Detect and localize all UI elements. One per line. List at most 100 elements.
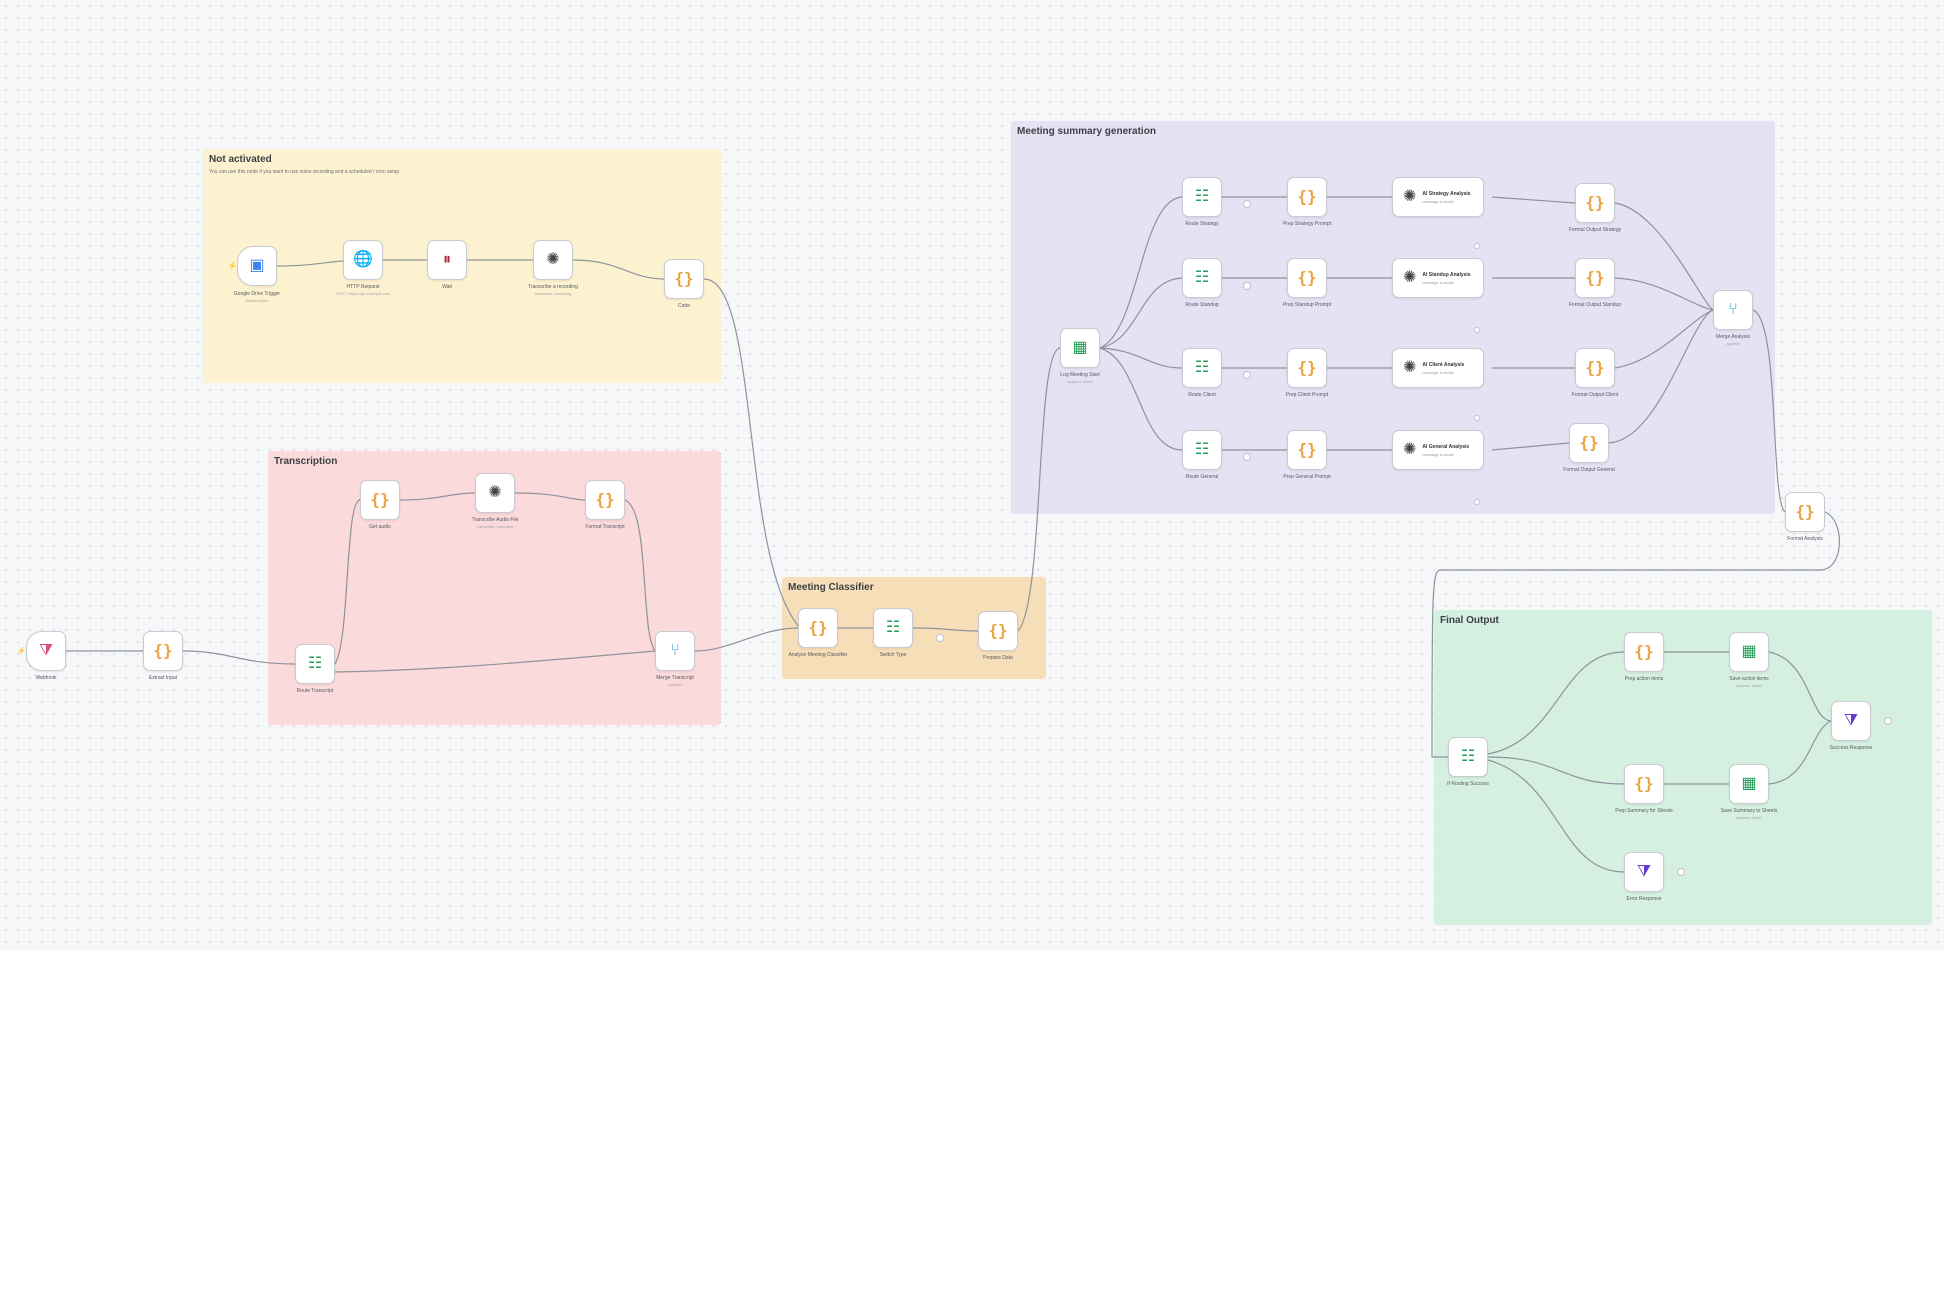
connection bbox=[1487, 759, 1625, 873]
node-route-client[interactable]: ☷ bbox=[1182, 348, 1222, 388]
google-sheets-icon: ▦ bbox=[1741, 775, 1757, 792]
add-connection-handle[interactable] bbox=[936, 634, 944, 642]
add-connection-handle[interactable] bbox=[1677, 868, 1685, 876]
node-success-response[interactable]: ⧩ bbox=[1831, 701, 1871, 741]
connection bbox=[1614, 202, 1714, 311]
node-prep-standup[interactable]: {} bbox=[1287, 258, 1327, 298]
code-icon: {} bbox=[988, 621, 1008, 640]
code-icon: {} bbox=[1585, 268, 1605, 287]
node-format-client[interactable]: {} bbox=[1575, 348, 1615, 388]
respond-icon: ⧩ bbox=[1843, 712, 1859, 729]
node-label: Route Strategy bbox=[1185, 221, 1219, 227]
node-if-routing[interactable]: ☷ bbox=[1448, 737, 1488, 777]
model-connector[interactable] bbox=[1474, 499, 1480, 505]
node-label: Error Response bbox=[1626, 896, 1662, 902]
connection bbox=[514, 492, 586, 501]
sticky-title: Final Output bbox=[1440, 615, 1499, 626]
node-webhook[interactable]: ⧩ bbox=[26, 631, 66, 671]
connection bbox=[1752, 309, 1786, 513]
node-http-request[interactable]: 🌐 bbox=[343, 240, 383, 280]
model-connector[interactable] bbox=[1474, 243, 1480, 249]
switch-icon: ☷ bbox=[1194, 188, 1210, 205]
model-connector[interactable] bbox=[1474, 327, 1480, 333]
trigger-bolt-icon: ⚡ bbox=[17, 648, 26, 655]
connection bbox=[182, 650, 296, 665]
connection bbox=[399, 492, 476, 501]
node-prepare-data[interactable]: {} bbox=[978, 611, 1018, 651]
node-format-strategy[interactable]: {} bbox=[1575, 183, 1615, 223]
connection bbox=[1608, 309, 1714, 444]
node-save-summary[interactable]: ▦ bbox=[1729, 764, 1769, 804]
switch-icon: ☷ bbox=[1194, 359, 1210, 376]
node-code-cron[interactable]: {} bbox=[664, 259, 704, 299]
node-format-transcript[interactable]: {} bbox=[585, 480, 625, 520]
add-connection-handle[interactable] bbox=[1884, 717, 1892, 725]
node-prep-summary[interactable]: {} bbox=[1624, 764, 1664, 804]
node-label: Format Output Standup bbox=[1568, 302, 1622, 308]
node-prep-strategy[interactable]: {} bbox=[1287, 177, 1327, 217]
connection bbox=[624, 499, 656, 652]
node-get-audio[interactable]: {} bbox=[360, 480, 400, 520]
node-format-analysis[interactable]: {} bbox=[1785, 492, 1825, 532]
node-analyze-classifier[interactable]: {} bbox=[798, 608, 838, 648]
connection bbox=[1768, 651, 1832, 722]
node-merge-analysis[interactable]: ⑂ bbox=[1713, 290, 1753, 330]
node-label: Prep General Prompt bbox=[1283, 474, 1331, 480]
webhook-icon: ⧩ bbox=[38, 642, 54, 659]
code-icon: {} bbox=[1579, 433, 1599, 452]
node-prep-client[interactable]: {} bbox=[1287, 348, 1327, 388]
code-icon: {} bbox=[1634, 774, 1654, 793]
add-connection-handle[interactable] bbox=[1243, 282, 1251, 290]
node-label: Switch Type bbox=[879, 652, 907, 658]
trigger-bolt-icon: ⚡ bbox=[228, 263, 237, 270]
node-prep-action-items[interactable]: {} bbox=[1624, 632, 1664, 672]
node-format-general[interactable]: {} bbox=[1569, 423, 1609, 463]
code-icon: {} bbox=[1795, 502, 1815, 521]
node-switch-type[interactable]: ☷ bbox=[873, 608, 913, 648]
node-extract-input[interactable]: {} bbox=[143, 631, 183, 671]
connection bbox=[694, 627, 799, 652]
node-prep-general[interactable]: {} bbox=[1287, 430, 1327, 470]
sticky-title: Not activated bbox=[209, 154, 272, 165]
node-wait[interactable]: ⏸ bbox=[427, 240, 467, 280]
code-icon: {} bbox=[674, 269, 694, 288]
node-merge-transcript[interactable]: ⑂ bbox=[655, 631, 695, 671]
node-save-action-items[interactable]: ▦ bbox=[1729, 632, 1769, 672]
node-label: If Routing Success bbox=[1447, 781, 1489, 787]
connection bbox=[1491, 196, 1576, 204]
code-icon: {} bbox=[1297, 358, 1317, 377]
node-route-strategy[interactable]: ☷ bbox=[1182, 177, 1222, 217]
workflow-canvas[interactable]: Not activated You can use this node if y… bbox=[0, 0, 1944, 950]
node-error-response[interactable]: ⧩ bbox=[1624, 852, 1664, 892]
node-route-standup[interactable]: ☷ bbox=[1182, 258, 1222, 298]
node-transcribe-audio[interactable]: ✺ bbox=[475, 473, 515, 513]
connection bbox=[1099, 347, 1183, 451]
node-label: Format Output Client bbox=[1571, 392, 1619, 398]
switch-icon: ☷ bbox=[307, 655, 323, 672]
node-route-general[interactable]: ☷ bbox=[1182, 430, 1222, 470]
sticky-subtitle: You can use this node if you want to use… bbox=[209, 169, 400, 175]
add-connection-handle[interactable] bbox=[1243, 453, 1251, 461]
connection bbox=[1099, 277, 1183, 349]
openai-icon: ✺ bbox=[1403, 441, 1417, 458]
add-connection-handle[interactable] bbox=[1243, 200, 1251, 208]
node-label: Prepare Data bbox=[983, 655, 1013, 661]
node-google-drive-trigger[interactable]: ▣ bbox=[237, 246, 277, 286]
node-transcribe-recording[interactable]: ✺ bbox=[533, 240, 573, 280]
node-label: Get audio bbox=[369, 524, 391, 530]
node-route-transcript[interactable]: ☷ bbox=[295, 644, 335, 684]
model-connector[interactable] bbox=[1474, 415, 1480, 421]
node-format-standup[interactable]: {} bbox=[1575, 258, 1615, 298]
node-log-sheet[interactable]: ▦ bbox=[1060, 328, 1100, 368]
add-connection-handle[interactable] bbox=[1243, 371, 1251, 379]
node-label: Code bbox=[678, 303, 690, 309]
switch-icon: ☷ bbox=[1194, 441, 1210, 458]
connection bbox=[1099, 196, 1183, 349]
